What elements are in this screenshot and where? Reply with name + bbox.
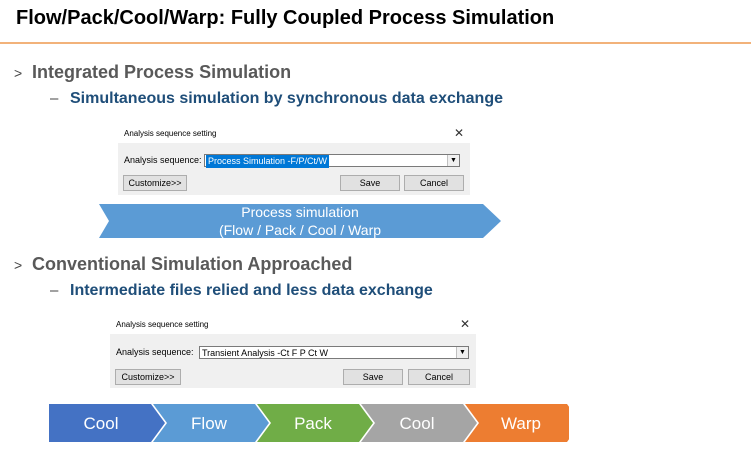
analysis-sequence-select[interactable]: Process Simulation -F/P/Ct/W ▼ [204,154,460,168]
cancel-button[interactable]: Cancel [404,175,464,191]
section-heading: Integrated Process Simulation [32,62,292,82]
step-label: Warp [501,414,541,433]
customize-button[interactable]: Customize>> [115,369,181,385]
process-arrow-line2: (Flow / Pack / Cool / Warp [219,222,381,238]
analysis-sequence-label: Analysis sequence: [116,347,194,357]
bullet-integrated: > Integrated Process Simulation [14,62,291,83]
analysis-sequence-select[interactable]: Transient Analysis -Ct F P Ct W ▼ [199,346,469,359]
step-chevron [49,404,165,442]
save-button[interactable]: Save [340,175,400,191]
selected-value: Process Simulation -F/P/Ct/W [206,155,330,168]
sub-bullet-marker: – [50,90,59,107]
section-subheading: Intermediate files relied and less data … [70,282,433,299]
section-heading: Conventional Simulation Approached [32,254,353,274]
slide-title: Flow/Pack/Cool/Warp: Fully Coupled Proce… [16,7,555,29]
step-label: Pack [294,414,332,433]
dialog-title: Analysis sequence setting [124,129,217,138]
analysis-sequence-label: Analysis sequence: [124,155,202,165]
step-label: Flow [191,414,228,433]
dialog-title: Analysis sequence setting [116,320,209,329]
dialog-titlebar: Analysis sequence setting ✕ [118,125,470,143]
process-steps: Cool Flow Pack Cool Warp [49,404,569,442]
close-icon[interactable]: ✕ [459,317,470,331]
sub-bullet-conventional: – Intermediate files relied and less dat… [50,282,433,300]
step-label: Cool [84,414,119,433]
analysis-sequence-dialog: Analysis sequence setting ✕ Analysis seq… [118,125,470,195]
step-chevron [361,404,477,442]
step-label: Cool [400,414,435,433]
analysis-sequence-dialog: Analysis sequence setting ✕ Analysis seq… [110,316,476,388]
save-button[interactable]: Save [343,369,403,385]
process-arrow-shape [99,204,501,238]
close-icon[interactable]: ✕ [453,126,464,140]
selected-value: Transient Analysis -Ct F P Ct W [202,348,329,358]
bullet-marker: > [14,65,23,81]
chevron-down-icon[interactable]: ▼ [456,347,468,358]
cancel-button[interactable]: Cancel [408,369,470,385]
title-divider [0,42,751,44]
section-subheading: Simultaneous simulation by synchronous d… [70,90,503,107]
process-simulation-arrow: Process simulation (Flow / Pack / Cool /… [99,204,501,238]
step-chevron [465,404,569,442]
chevron-down-icon[interactable]: ▼ [447,155,459,166]
dialog-titlebar: Analysis sequence setting ✕ [110,316,476,334]
sub-bullet-marker: – [50,282,59,299]
customize-button[interactable]: Customize>> [123,175,187,191]
bullet-conventional: > Conventional Simulation Approached [14,254,352,275]
step-chevron [257,404,373,442]
step-chevron [153,404,269,442]
bullet-marker: > [14,257,23,273]
process-arrow-line1: Process simulation [241,204,359,220]
sub-bullet-integrated: – Simultaneous simulation by synchronous… [50,90,503,108]
